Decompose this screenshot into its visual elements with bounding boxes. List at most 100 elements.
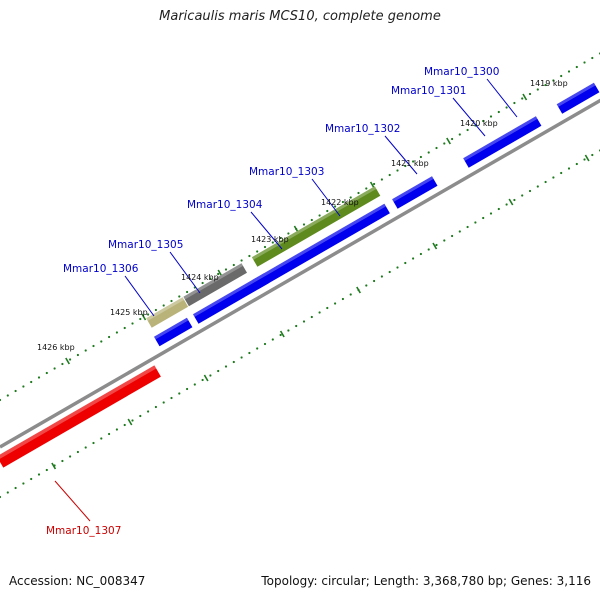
ring-dot [37, 473, 41, 476]
ring-dot [435, 243, 438, 247]
ring-dot [217, 272, 220, 276]
ring-tick [127, 418, 133, 426]
ring-dot [170, 299, 173, 303]
ring-dot [123, 326, 126, 330]
ring-dot [209, 374, 212, 377]
ring-dot [248, 351, 251, 355]
ring-dot [53, 367, 56, 370]
ring-dot [279, 333, 282, 337]
ring-tick [522, 93, 528, 101]
ring-dot [357, 191, 360, 195]
ring-dot [318, 311, 321, 314]
ring-tick [141, 313, 147, 321]
ring-dot [458, 133, 461, 136]
ring-dot [147, 410, 150, 413]
ring-dot [528, 92, 532, 96]
kbp-label: 1426 kbp [37, 343, 75, 352]
ring-dot [295, 324, 298, 328]
ring-dot [170, 396, 173, 400]
ring-dot [443, 239, 446, 242]
leader-line [486, 78, 518, 118]
ring-dot [45, 468, 48, 472]
ring-dot [201, 281, 204, 285]
kbp-label: 1419 kbp [530, 79, 568, 88]
ring-dot [380, 275, 383, 278]
ring-dot [45, 371, 48, 375]
ring-dot [287, 232, 290, 235]
ring-tick [356, 286, 361, 294]
ring-dot [544, 83, 547, 87]
ring-dot [186, 290, 189, 294]
gene-label: Mmar10_1300 [424, 66, 499, 78]
ring-dot [69, 358, 72, 361]
genome-summary-text: Topology: circular; Length: 3,368,780 bp… [261, 574, 591, 588]
ring-dot [263, 342, 267, 346]
ring-dot [567, 70, 571, 73]
ring-dot [256, 250, 259, 253]
ring-dot [76, 353, 79, 357]
ring-dot [427, 151, 430, 154]
ring-dot [591, 153, 594, 157]
kbp-label: 1422 kbp [321, 198, 359, 207]
forward-cds [193, 273, 270, 324]
ring-dot [100, 437, 103, 440]
ring-dot [201, 378, 204, 382]
ring-dot [30, 380, 33, 384]
ring-dot [84, 349, 87, 352]
ring-dot [139, 414, 142, 418]
ring-tick [508, 198, 514, 206]
gene-label: Mmar10_1303 [249, 166, 324, 178]
ring-dot [115, 331, 118, 334]
ring-dot [412, 257, 415, 260]
ring-dot [404, 164, 407, 168]
kbp-label: 1421 kbp [391, 159, 429, 168]
ring-tick [65, 357, 70, 365]
ring-tick [203, 374, 209, 382]
ring-dot [30, 477, 33, 481]
ring-dot [552, 79, 555, 82]
ring-tick [279, 330, 285, 338]
ring-tick [432, 242, 438, 250]
ring-dot [69, 455, 72, 458]
ring-dot [334, 205, 337, 208]
ring-dot [115, 428, 118, 431]
map-title: Maricaulis maris MCS10, complete genome [159, 9, 441, 24]
ring-dot [380, 178, 383, 181]
ring-dot [482, 216, 485, 220]
gene-label: Mmar10_1301 [391, 85, 466, 97]
ring-dot [497, 110, 500, 114]
ring-dot [131, 419, 134, 422]
ring-dot [544, 180, 547, 184]
coordinate-dot-rings [0, 52, 600, 499]
ring-dot [474, 221, 477, 224]
forward-cds [154, 317, 193, 347]
ring-dot [451, 137, 454, 141]
genome-backbone [0, 98, 600, 449]
ring-dot [178, 392, 181, 395]
kbp-label: 1423 kbp [251, 235, 289, 244]
ring-dot [193, 383, 196, 386]
ring-dot [0, 398, 2, 402]
leader-line [452, 97, 486, 137]
ring-dot [154, 405, 157, 409]
ring-dot [334, 302, 337, 305]
ring-dot [100, 340, 103, 343]
ring-dot [123, 423, 126, 427]
ring-dot [458, 230, 461, 233]
ring-dot [365, 187, 368, 190]
ring-dot [505, 203, 508, 206]
leader-line [311, 178, 341, 217]
gene-label: Mmar10_1302 [325, 123, 400, 135]
ring-dot [396, 169, 399, 172]
kbp-label: 1424 kbp [181, 273, 219, 282]
ring-dot [232, 263, 235, 267]
ring-dot [108, 432, 111, 436]
ring-dot [92, 441, 95, 445]
ring-tick [446, 137, 451, 145]
forward-cds [463, 116, 542, 168]
leader-line [169, 251, 201, 294]
ring-dot [466, 225, 469, 229]
ring-dot [178, 295, 181, 298]
ring-dot [240, 259, 243, 262]
